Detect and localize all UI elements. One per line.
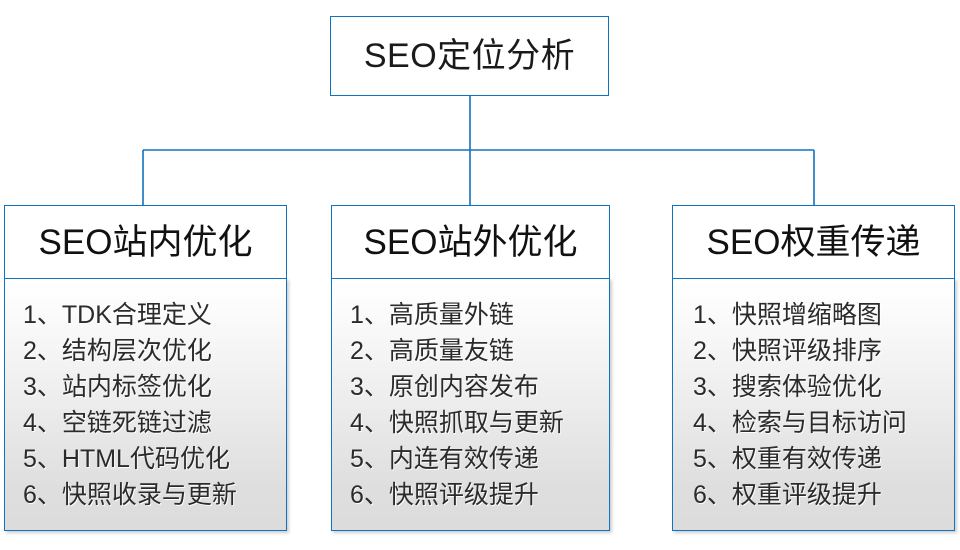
list-item: 1、快照增缩略图 xyxy=(693,301,882,330)
list-item: 6、快照收录与更新 xyxy=(23,481,237,510)
branch-title: SEO权重传递 xyxy=(706,223,921,262)
branch-seo-onsite: SEO站内优化 1、TDK合理定义 2、结构层次优化 3、站内标签优化 4、空链… xyxy=(4,205,287,532)
list-item: 5、权重有效传递 xyxy=(693,445,882,474)
branch-header-seo-onsite[interactable]: SEO站内优化 xyxy=(4,205,287,280)
list-item: 3、站内标签优化 xyxy=(23,373,212,402)
list-item: 2、结构层次优化 xyxy=(23,337,212,366)
branch-body-seo-weight: 1、快照增缩略图 2、快照评级排序 3、搜索体验优化 4、检索与目标访问 5、权… xyxy=(672,278,955,532)
branch-body-seo-onsite: 1、TDK合理定义 2、结构层次优化 3、站内标签优化 4、空链死链过滤 5、H… xyxy=(4,278,287,532)
branch-header-seo-offsite[interactable]: SEO站外优化 xyxy=(331,205,610,280)
list-item: 5、HTML代码优化 xyxy=(23,445,230,474)
list-item: 3、搜索体验优化 xyxy=(693,373,882,402)
list-item: 2、快照评级排序 xyxy=(693,337,882,366)
list-item: 4、检索与目标访问 xyxy=(693,409,907,438)
root-node[interactable]: SEO定位分析 xyxy=(330,16,609,96)
branch-seo-offsite: SEO站外优化 1、高质量外链 2、高质量友链 3、原创内容发布 4、快照抓取与… xyxy=(331,205,610,532)
branch-title: SEO站内优化 xyxy=(38,223,253,262)
list-item: 4、空链死链过滤 xyxy=(23,409,212,438)
branch-header-seo-weight[interactable]: SEO权重传递 xyxy=(672,205,955,280)
list-item: 6、快照评级提升 xyxy=(350,481,539,510)
list-item: 1、高质量外链 xyxy=(350,301,514,330)
list-item: 4、快照抓取与更新 xyxy=(350,409,564,438)
list-item: 2、高质量友链 xyxy=(350,337,514,366)
branch-title: SEO站外优化 xyxy=(363,223,578,262)
branch-seo-weight: SEO权重传递 1、快照增缩略图 2、快照评级排序 3、搜索体验优化 4、检索与… xyxy=(672,205,955,532)
branch-body-seo-offsite: 1、高质量外链 2、高质量友链 3、原创内容发布 4、快照抓取与更新 5、内连有… xyxy=(331,278,610,532)
list-item: 6、权重评级提升 xyxy=(693,481,882,510)
root-node-title: SEO定位分析 xyxy=(363,37,576,75)
list-item: 1、TDK合理定义 xyxy=(23,301,212,330)
list-item: 5、内连有效传递 xyxy=(350,445,539,474)
list-item: 3、原创内容发布 xyxy=(350,373,539,402)
